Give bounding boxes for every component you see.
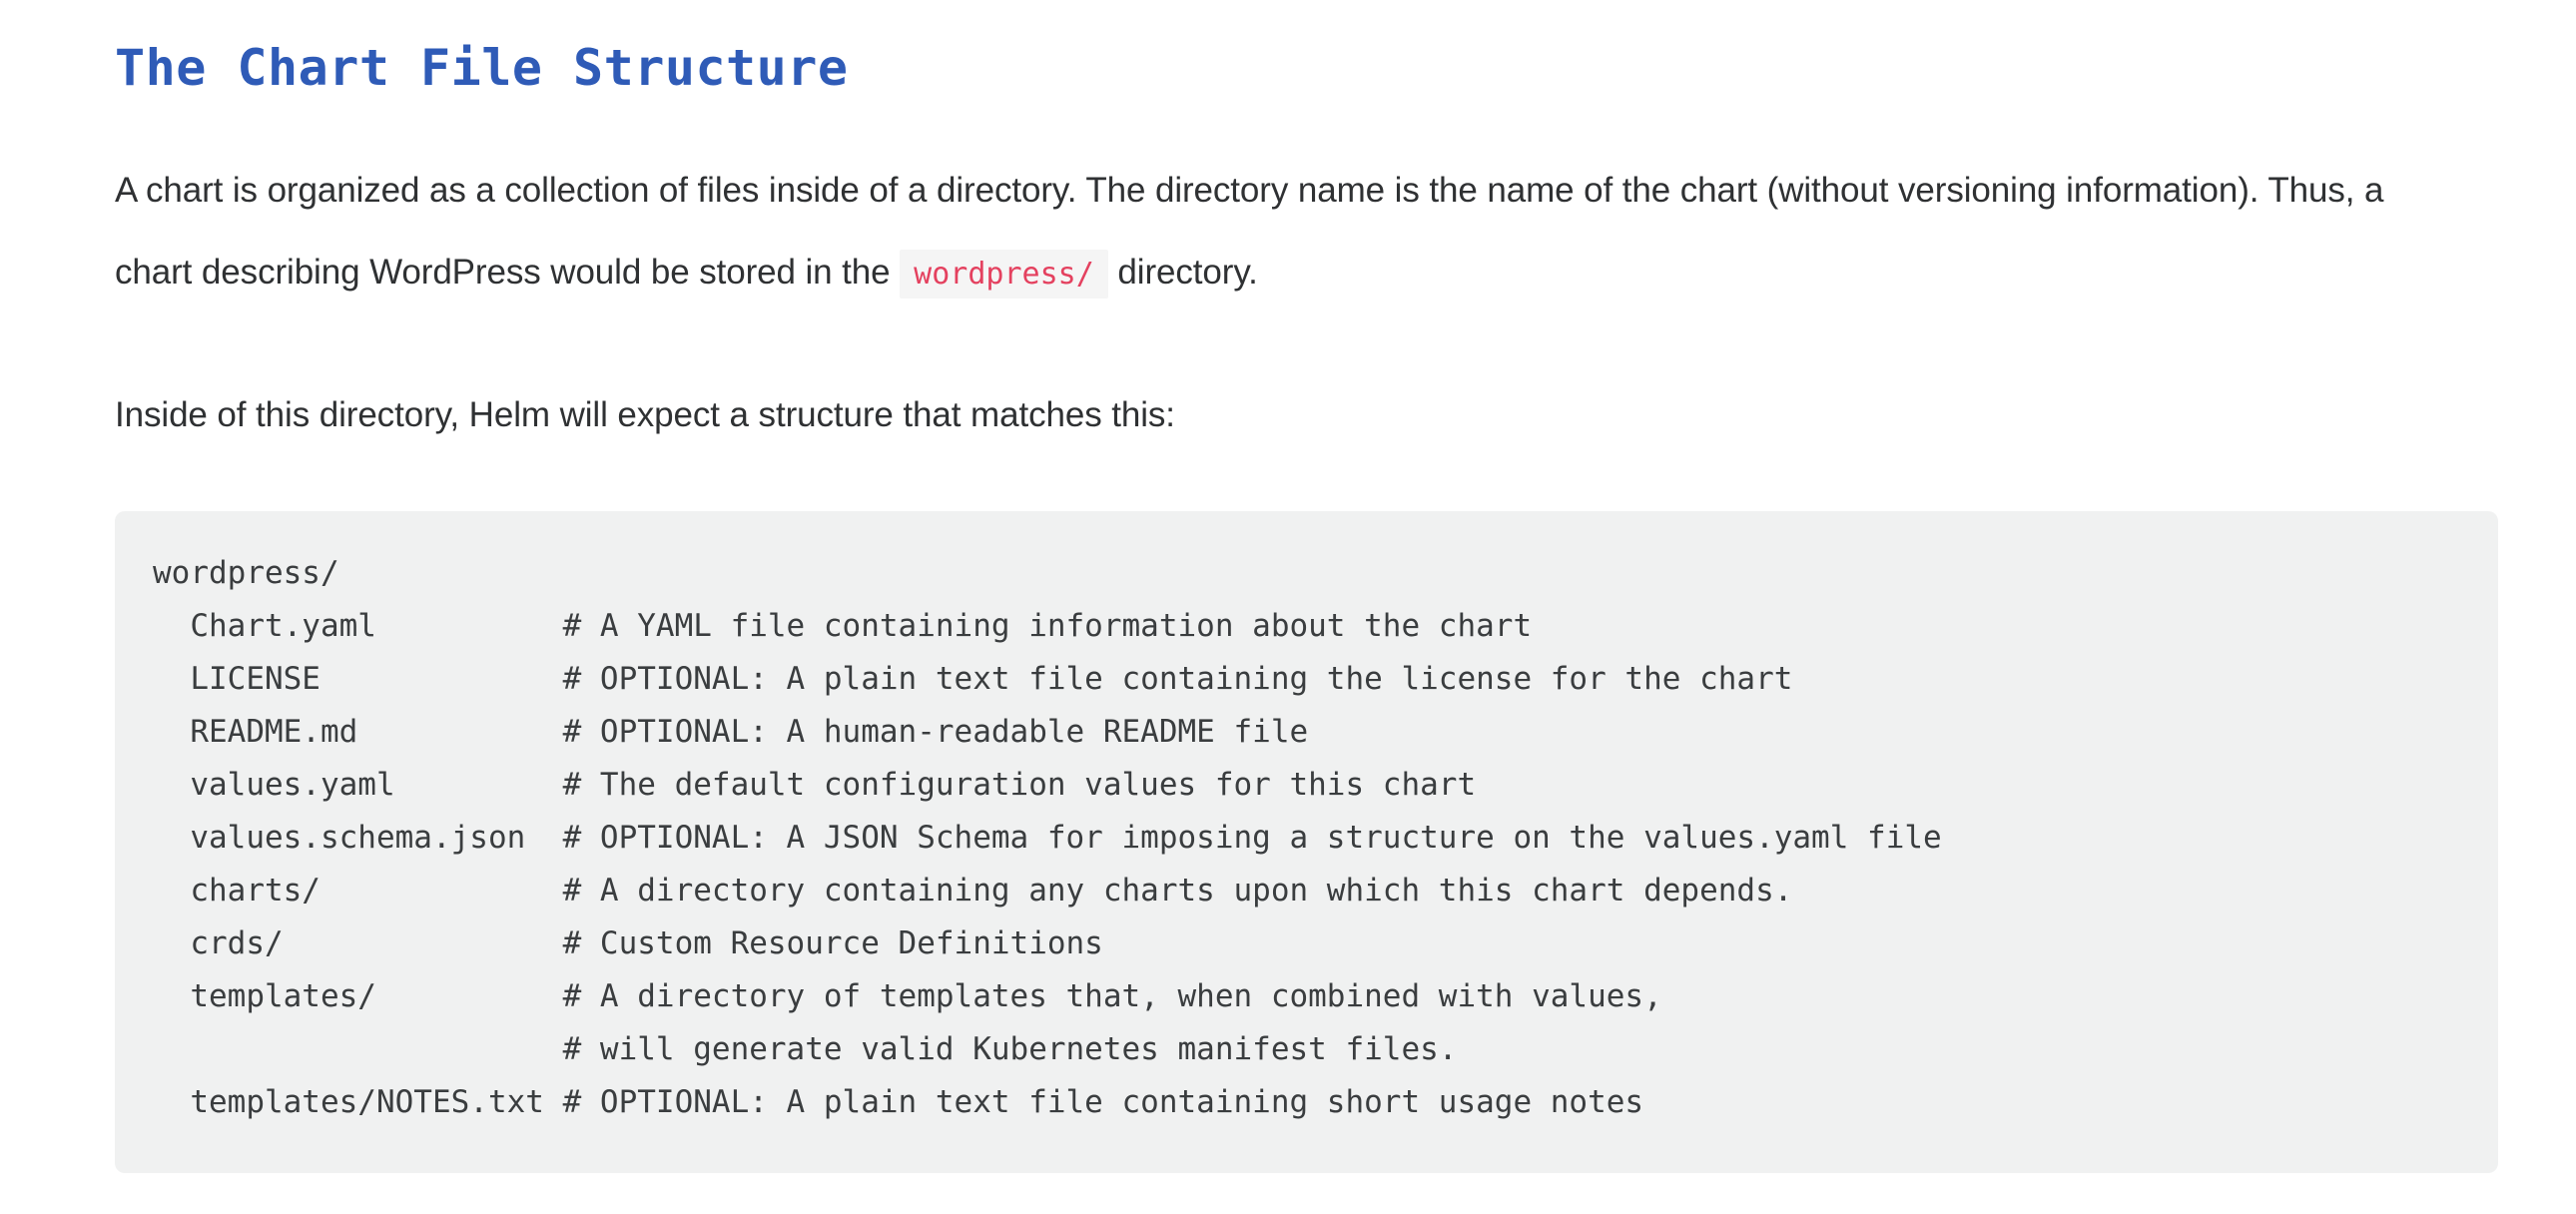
structure-intro-paragraph: Inside of this directory, Helm will expe…: [115, 374, 2441, 456]
page-title: The Chart File Structure: [115, 39, 849, 97]
inline-code-wordpress-dir: wordpress/: [900, 250, 1108, 299]
intro-paragraph-text-before-code: A chart is organized as a collection of …: [115, 171, 2384, 292]
code-block-chart-file-structure: wordpress/ Chart.yaml # A YAML file cont…: [115, 511, 2498, 1173]
intro-paragraph: A chart is organized as a collection of …: [115, 150, 2441, 315]
code-block-content: wordpress/ Chart.yaml # A YAML file cont…: [153, 555, 1942, 1120]
structure-intro-text: Inside of this directory, Helm will expe…: [115, 395, 1175, 434]
intro-paragraph-text-after-code: directory.: [1117, 253, 1258, 292]
